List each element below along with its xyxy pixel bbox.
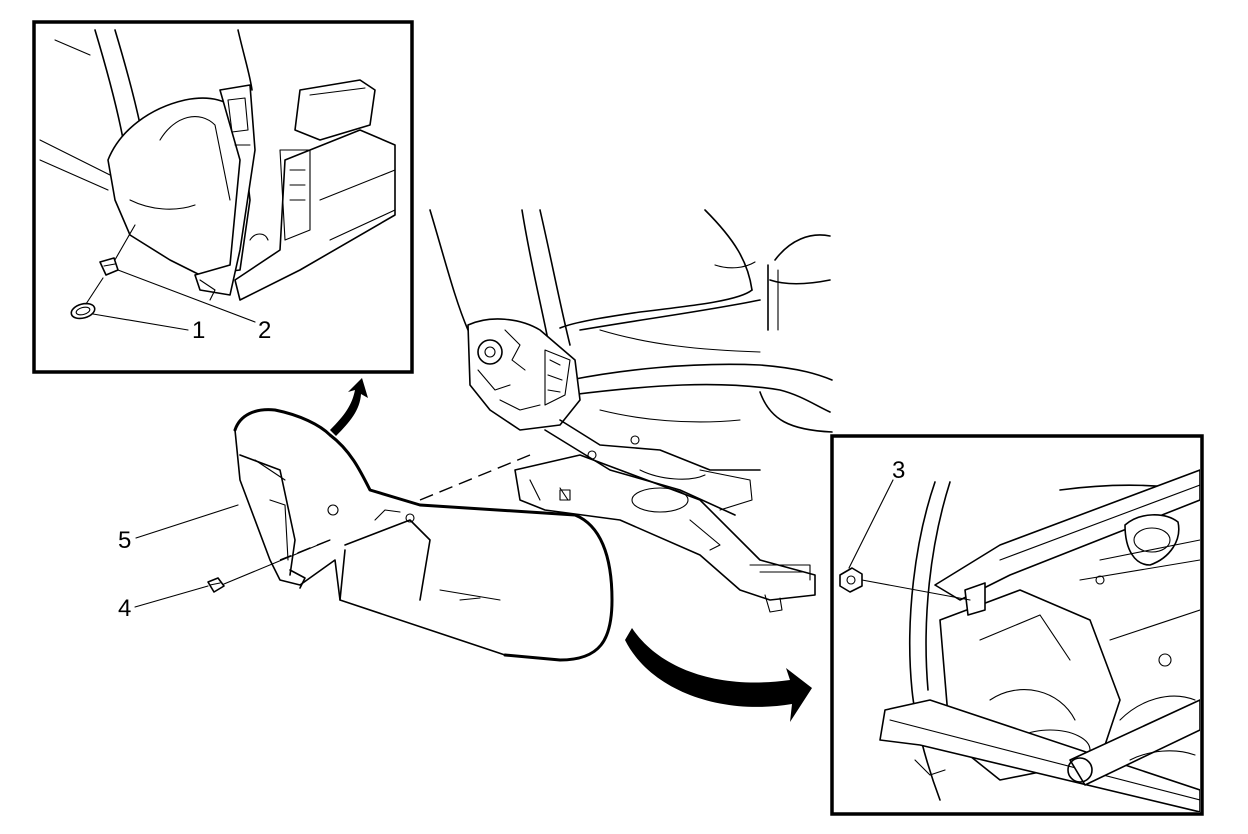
trim-screw-4 bbox=[207, 539, 331, 593]
seat-track bbox=[514, 419, 816, 613]
callout-3: 3 bbox=[892, 457, 905, 484]
detail-view-top-left bbox=[32, 20, 414, 374]
arrow-to-top-detail bbox=[330, 378, 368, 436]
leader-4 bbox=[134, 585, 209, 608]
seat-side-trim-panel bbox=[233, 408, 614, 662]
trim-nut-3 bbox=[839, 479, 971, 601]
callout-1: 1 bbox=[192, 317, 205, 344]
retaining-clip-1 bbox=[70, 277, 104, 320]
detail-view-bottom-right bbox=[830, 434, 1204, 816]
callout-2: 2 bbox=[258, 317, 271, 344]
leader-5 bbox=[135, 504, 239, 539]
arrow-to-right-detail bbox=[625, 628, 812, 722]
seat-assembly-main-view bbox=[419, 209, 833, 613]
callout-5: 5 bbox=[118, 527, 131, 554]
callout-4: 4 bbox=[118, 595, 131, 622]
recliner-mechanism bbox=[467, 318, 581, 431]
